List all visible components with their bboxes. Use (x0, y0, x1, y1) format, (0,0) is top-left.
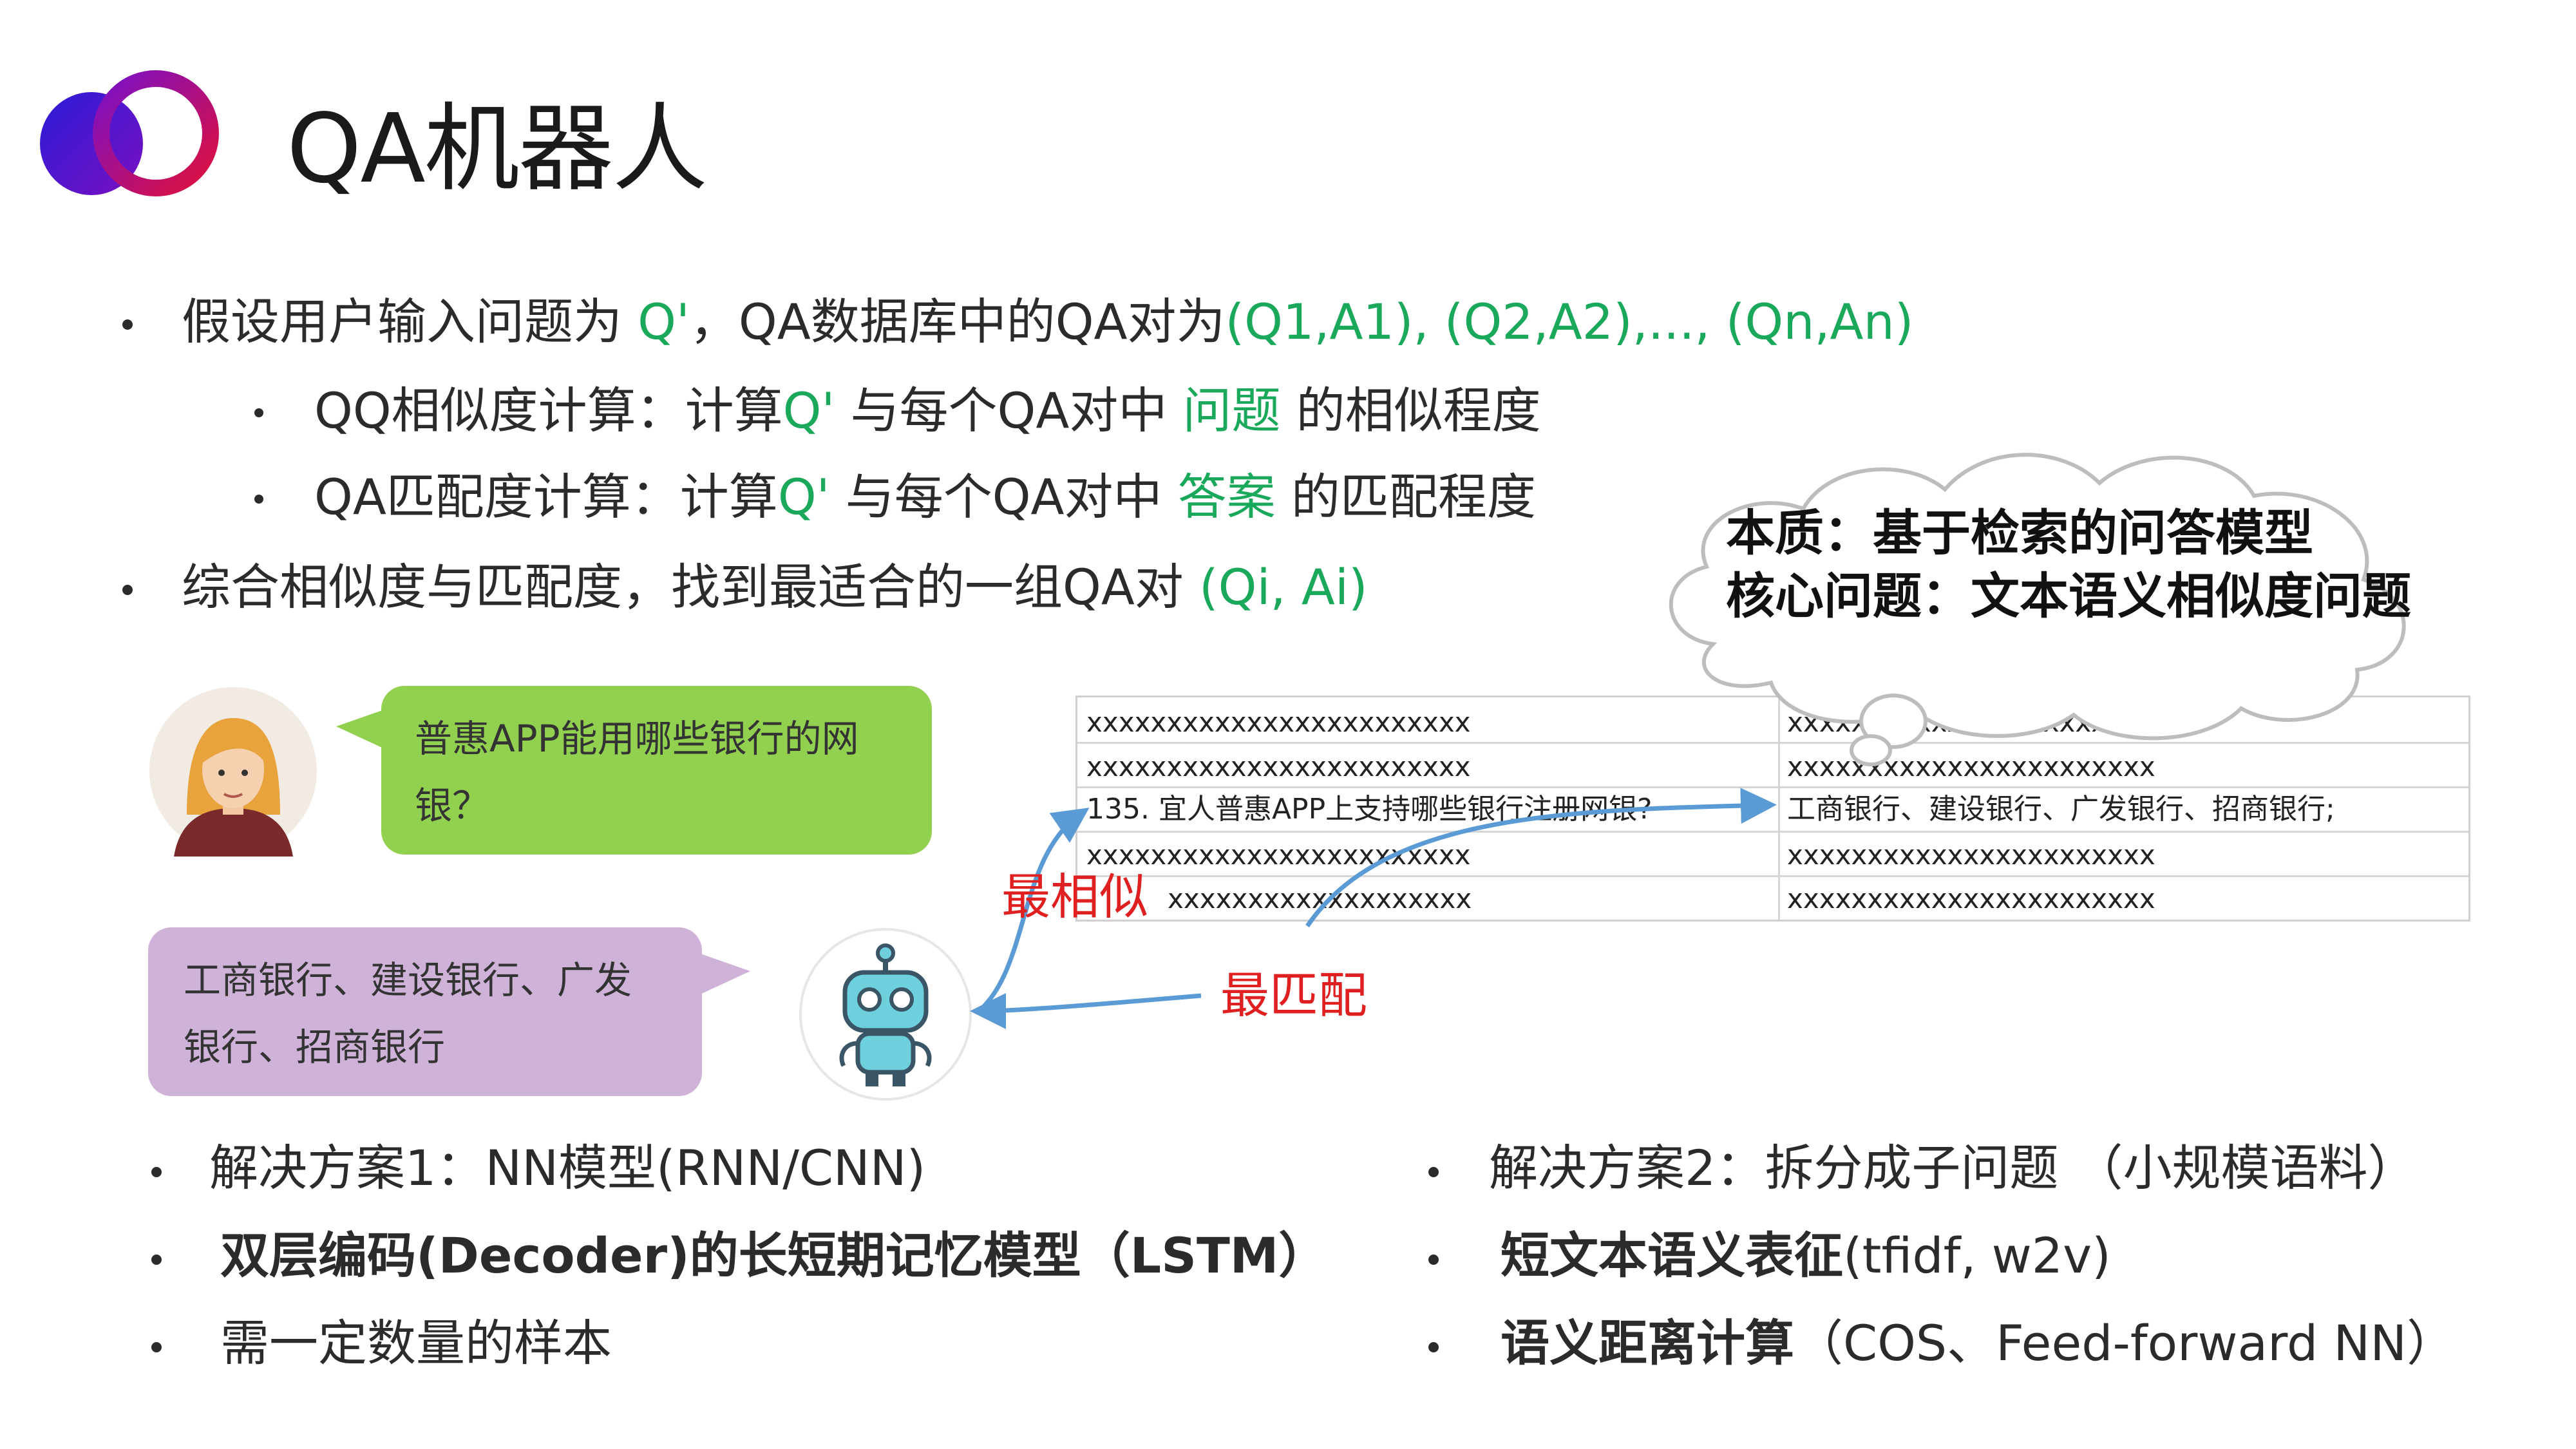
table-cell-answer: xxxxxxxxxxxxxxxxxxxxxxx (1787, 751, 2155, 782)
label-most-similar: 最相似 (1001, 868, 1148, 925)
table-cell-question: xxxxxxxxxxxxxxxxxxxxxxxx (1086, 706, 1471, 738)
user-question-line2: 银？ (415, 784, 490, 828)
label-best-match: 最匹配 (1220, 967, 1367, 1024)
solution2-representation: 短文本语义表征(tfidf, w2v) (1501, 1227, 2111, 1284)
bullet-dot (1428, 1342, 1439, 1352)
bullet-dot (254, 408, 263, 417)
solution2-title: 解决方案2：拆分成子问题 （小规模语料） (1489, 1139, 2417, 1197)
bullet-combine: 综合相似度与匹配度，找到最适合的一组QA对 (Qi, Ai) (182, 558, 1368, 616)
bullet-dot (122, 585, 133, 595)
bot-bubble-tail (699, 953, 750, 995)
qa-database-table: xxxxxxxxxxxxxxxxxxxxxxxx xxxxxxxxxxxxxxx… (1075, 696, 2470, 922)
cloud-text-core-problem: 核心问题：文本语义相似度问题 (1726, 567, 2411, 625)
bullet-dot (122, 319, 133, 330)
user-question-bubble: 普惠APP能用哪些银行的网 银？ (381, 686, 932, 855)
bullet-qa-pairs: 假设用户输入问题为 Q'，QA数据库中的QA对为(Q1,A1), (Q2,A2)… (182, 293, 1914, 350)
bullet-dot (151, 1167, 162, 1177)
bullet-dot (151, 1255, 162, 1265)
table-cell-question-match: 135. 宜人普惠APP上支持哪些银行注册网银? (1086, 793, 1653, 826)
robot-avatar (799, 928, 972, 1101)
bot-answer-bubble: 工商银行、建设银行、广发 银行、招商银行 (148, 927, 702, 1096)
table-cell-question: xxxxxxxxxxxxxxxxxxxxxxxx (1086, 839, 1471, 871)
bullet-dot (1428, 1167, 1439, 1177)
solution2-distance: 语义距离计算（COS、Feed-forward NN） (1501, 1314, 2456, 1372)
table-cell-answer: xxxxxxxxxxxxxxxxxxxxxxx (1787, 839, 2155, 871)
bullet-dot (151, 1342, 162, 1352)
cloud-text-essence: 本质：基于检索的问答模型 (1726, 504, 2313, 562)
bullet-qq-similarity: QQ相似度计算：计算Q' 与每个QA对中 问题 的相似程度 (314, 382, 1541, 439)
solution1-title: 解决方案1：NN模型(RNN/CNN) (209, 1139, 926, 1197)
bullet-dot (1428, 1255, 1439, 1265)
bullet-dot (254, 495, 263, 504)
solution1-lstm: 双层编码(Decoder)的长短期记忆模型（LSTM） (220, 1227, 1328, 1284)
thought-cloud-shape (1669, 453, 2406, 766)
page-title: QA机器人 (287, 93, 708, 204)
table-cell-question: xxxxxxxxxxxxxxxxxxxxxxxx (1086, 751, 1471, 782)
logo-rings-icon (40, 70, 219, 196)
bullet-qa-matching: QA匹配度计算：计算Q' 与每个QA对中 答案 的匹配程度 (314, 468, 1536, 526)
user-avatar (149, 687, 317, 857)
solution1-samples: 需一定数量的样本 (220, 1314, 612, 1372)
user-question-line1: 普惠APP能用哪些银行的网 (415, 717, 859, 761)
table-cell-answer: xxxxxxxxxxxxxxxxxxxxxxx (1787, 883, 2155, 914)
bot-answer-line1: 工商银行、建设银行、广发 (184, 958, 632, 1002)
bot-answer-line2: 银行、招商银行 (184, 1025, 446, 1069)
user-bubble-tail (336, 708, 388, 750)
table-cell-answer-match: 工商银行、建设银行、广发银行、招商银行; (1787, 793, 2335, 826)
